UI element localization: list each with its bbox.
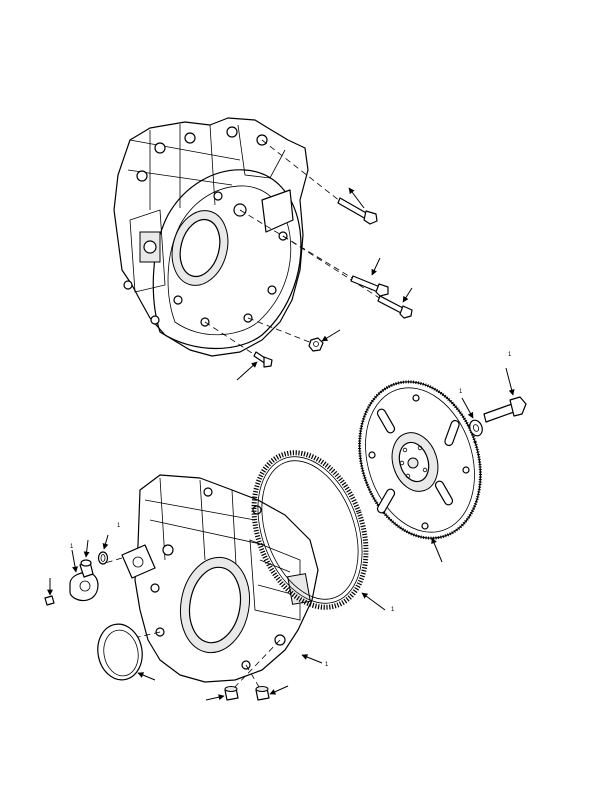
callout-5: 1 — [391, 607, 395, 613]
callout-3: 1 — [459, 389, 463, 395]
rear-housing — [121, 474, 319, 683]
cup-plug-right — [255, 686, 270, 701]
housing-cap-screw-mid — [350, 275, 389, 297]
leader-arrows-lower-left — [47, 534, 323, 701]
callout-6: 1 — [325, 662, 329, 668]
housing-cap-screw-long — [337, 197, 378, 225]
leader-arrows-upper — [236, 187, 413, 381]
washer — [469, 419, 483, 437]
alignment-lines-upper — [204, 139, 396, 358]
cover-screw — [44, 595, 55, 606]
access-cover — [69, 572, 99, 602]
drive-plate — [358, 380, 482, 540]
alignment-lines-lower — [104, 557, 281, 693]
plug — [79, 559, 94, 578]
callout-2: 1 — [70, 544, 74, 550]
cup-plug-left — [224, 686, 239, 701]
drive-plate-bolt — [483, 396, 527, 423]
housing-stud-bolt — [253, 351, 273, 368]
rear-seal-ring — [97, 623, 143, 681]
ring-gear — [251, 450, 369, 610]
callout-4: 1 — [508, 352, 512, 358]
flywheel-housing — [113, 117, 309, 357]
o-ring-small — [97, 551, 109, 565]
housing-cap-screw-short — [377, 295, 413, 319]
callout-1: 1 — [117, 523, 121, 529]
housing-nut — [308, 337, 324, 352]
